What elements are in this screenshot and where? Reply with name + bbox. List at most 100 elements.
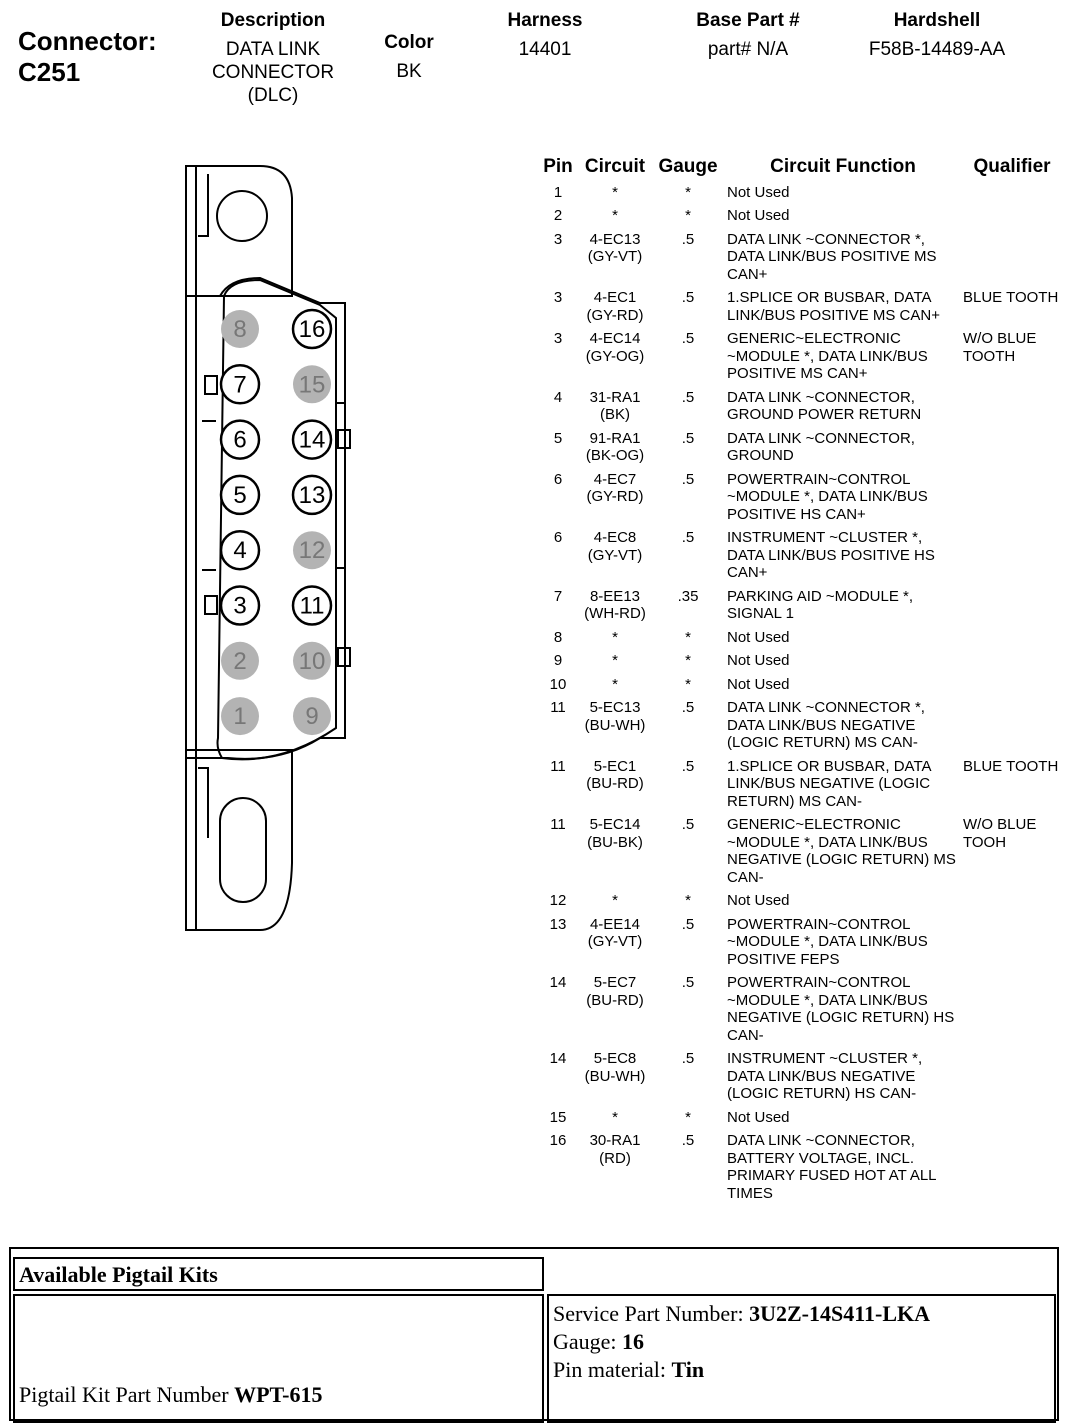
pin-1: 1 (221, 697, 259, 736)
harness-value: 14401 (518, 39, 572, 60)
circuit-line: (GY-VT) (587, 546, 643, 564)
circuit-function-cell: DATA LINK ~CONNECTOR *, DATA LINK/BUS PO… (727, 230, 937, 283)
circuit-cell: 4-EC13(GY-VT) (579, 231, 651, 290)
circuit-cell: * (579, 892, 651, 916)
circuit-line: 4-EC14 (589, 330, 641, 347)
pin-label: 9 (305, 703, 318, 730)
pin-number: 2 (553, 207, 563, 224)
table-row: 8**Not Used (537, 629, 1063, 653)
circuit-function-cell: Not Used (727, 675, 790, 693)
gauge-line: Gauge: 16 (553, 1328, 930, 1356)
circuit-function-cell: DATA LINK ~CONNECTOR, GROUND POWER RETUR… (727, 388, 922, 424)
connector-top-ear (185, 165, 293, 297)
harness-label: Harness (507, 10, 583, 31)
qualifier-cell (961, 207, 1063, 231)
pin-number: 10 (549, 675, 567, 693)
pin-number: 4 (553, 388, 563, 406)
circuit-line: 30-RA1 (589, 1132, 641, 1149)
pin-label: 1 (233, 703, 246, 730)
pin-number: 16 (549, 1132, 567, 1149)
circuit-cell: 5-EC13(BU-WH) (579, 699, 651, 758)
gauge-cell: * (685, 1108, 691, 1126)
circuit-cell: * (579, 676, 651, 700)
pin-2: 2 (221, 641, 259, 680)
pin-12: 12 (293, 531, 331, 570)
circuit-function-cell: DATA LINK ~CONNECTOR, GROUND (727, 429, 915, 465)
circuit-cell: * (579, 1109, 651, 1133)
circuit-line: 91-RA1 (589, 429, 641, 447)
gauge-cell: * (685, 183, 691, 201)
pin-7: 7 (219, 364, 261, 405)
description-label: Description (220, 10, 326, 31)
table-row: 2**Not Used (537, 207, 1063, 231)
pin-label: 7 (233, 371, 246, 398)
table-row: 15**Not Used (537, 1109, 1063, 1133)
circuit-cell: 4-EE14(GY-VT) (579, 916, 651, 975)
circuit-line: * (612, 628, 618, 646)
circuit-line: (BU-RD) (586, 991, 644, 1009)
circuit-line: (BK) (600, 406, 630, 423)
pin-number: 3 (553, 230, 563, 248)
qualifier-cell (961, 389, 1063, 430)
qualifier-cell (961, 892, 1063, 916)
circuit-cell: * (579, 652, 651, 676)
gauge-cell: .5 (681, 816, 695, 833)
pin-material-label: Pin material: (553, 1357, 667, 1382)
pin-15: 15 (293, 365, 331, 404)
pin-number: 11 (550, 816, 566, 833)
qualifier-cell (961, 652, 1063, 676)
kits-title-box: Available Pigtail Kits (13, 1257, 544, 1291)
circuit-line: * (612, 1108, 618, 1126)
circuit-line: 4-EE14 (589, 915, 641, 933)
gauge-cell: .5 (681, 915, 695, 933)
gauge-cell: .5 (681, 699, 695, 716)
qualifier-cell: W/O BLUE TOOTH (963, 330, 1037, 365)
harness-column: Harness 14401 (480, 10, 610, 61)
qualifier-cell (961, 588, 1063, 629)
circuit-function-cell: GENERIC~ELECTRONIC ~MODULE *, DATA LINK/… (727, 816, 956, 886)
pin-table-header: Pin Circuit Gauge Circuit Function Quali… (537, 157, 1063, 184)
circuit-line: 5-EC13 (589, 699, 641, 716)
circuit-function-cell: POWERTRAIN~CONTROL ~MODULE *, DATA LINK/… (727, 915, 928, 968)
pin-3: 3 (219, 585, 261, 626)
circuit-function-cell: 1.SPLICE OR BUSBAR, DATA LINK/BUS NEGATI… (727, 757, 931, 810)
circuit-line: * (612, 892, 618, 909)
qualifier-cell: W/O BLUE TOOH (963, 816, 1037, 851)
circuit-cell: * (579, 207, 651, 231)
gauge-value: 16 (622, 1329, 645, 1354)
circuit-line: * (612, 652, 618, 669)
circuit-line: 5-EC8 (593, 1050, 637, 1067)
pin-9: 9 (293, 697, 331, 736)
gauge-cell: .5 (681, 429, 695, 447)
pin-10: 10 (293, 641, 331, 680)
connector-label: Connector: (18, 26, 157, 56)
description-column: Description DATA LINK CONNECTOR (DLC) (188, 10, 358, 107)
qualifier-cell: BLUE TOOTH (963, 757, 1059, 775)
pin-number: 14 (549, 974, 567, 991)
pin-number: 14 (549, 1050, 567, 1067)
circuit-function-cell: INSTRUMENT ~CLUSTER *, DATA LINK/BUS NEG… (727, 1050, 923, 1102)
circuit-line: 5-EC1 (593, 757, 637, 775)
pin-11: 11 (291, 585, 333, 626)
pin-face-outline (216, 278, 337, 761)
qualifier-cell (961, 184, 1063, 208)
circuit-line: (GY-VT) (587, 933, 643, 950)
circuit-line: 4-EC7 (593, 470, 637, 488)
gauge-cell: * (685, 675, 691, 693)
base-part-label: Base Part # (696, 10, 800, 31)
pin-number: 8 (553, 628, 563, 646)
qualifier-cell (961, 676, 1063, 700)
pin-material-line: Pin material: Tin (553, 1356, 930, 1384)
pin-number: 11 (550, 699, 566, 716)
circuit-function-cell: Not Used (727, 207, 790, 224)
gauge-cell: * (685, 892, 691, 909)
table-row: 12**Not Used (537, 892, 1063, 916)
circuit-cell: 5-EC1(BU-RD) (579, 758, 651, 817)
circuit-line: (GY-VT) (587, 248, 643, 265)
